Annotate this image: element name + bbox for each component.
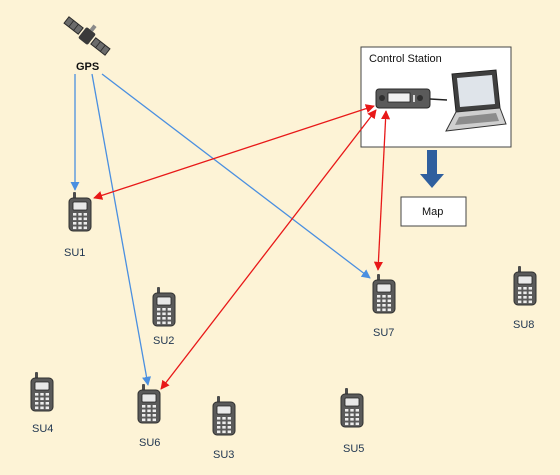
radio-link-su1 xyxy=(93,104,375,200)
gps-links xyxy=(70,73,371,386)
station-cable xyxy=(429,98,448,101)
gps-link-su6 xyxy=(91,73,152,386)
unit-label-su1: SU1 xyxy=(64,247,85,259)
unit-su4: SU4 xyxy=(30,372,54,435)
unit-su1: SU1 xyxy=(64,192,92,259)
radio-link-su6 xyxy=(160,109,377,390)
unit-label-su2: SU2 xyxy=(153,335,174,347)
unit-su2: SU2 xyxy=(152,287,176,347)
gps-link-su7 xyxy=(101,73,371,279)
control-station-title: Control Station xyxy=(369,53,442,65)
unit-su5: SU5 xyxy=(340,388,364,455)
map-arrow xyxy=(420,150,444,188)
unit-label-su5: SU5 xyxy=(343,443,364,455)
unit-su7: SU7 xyxy=(372,274,396,339)
unit-su8: SU8 xyxy=(513,266,537,331)
radio-link-su7 xyxy=(373,110,391,271)
unit-su6: SU6 xyxy=(137,384,161,449)
unit-label-su4: SU4 xyxy=(32,423,53,435)
radio-base-icon xyxy=(375,88,431,109)
unit-label-su3: SU3 xyxy=(213,449,234,461)
gps-label: GPS xyxy=(76,61,99,73)
unit-su3: SU3 xyxy=(212,396,236,461)
map-label: Map xyxy=(422,206,443,218)
laptop-icon xyxy=(445,69,507,132)
unit-label-su7: SU7 xyxy=(373,327,394,339)
map-box: Map xyxy=(400,196,467,227)
radio-links xyxy=(93,104,391,390)
control-station: Control Station xyxy=(360,46,512,148)
unit-label-su6: SU6 xyxy=(139,437,160,449)
unit-label-su8: SU8 xyxy=(513,319,534,331)
satellite-icon xyxy=(63,16,111,56)
